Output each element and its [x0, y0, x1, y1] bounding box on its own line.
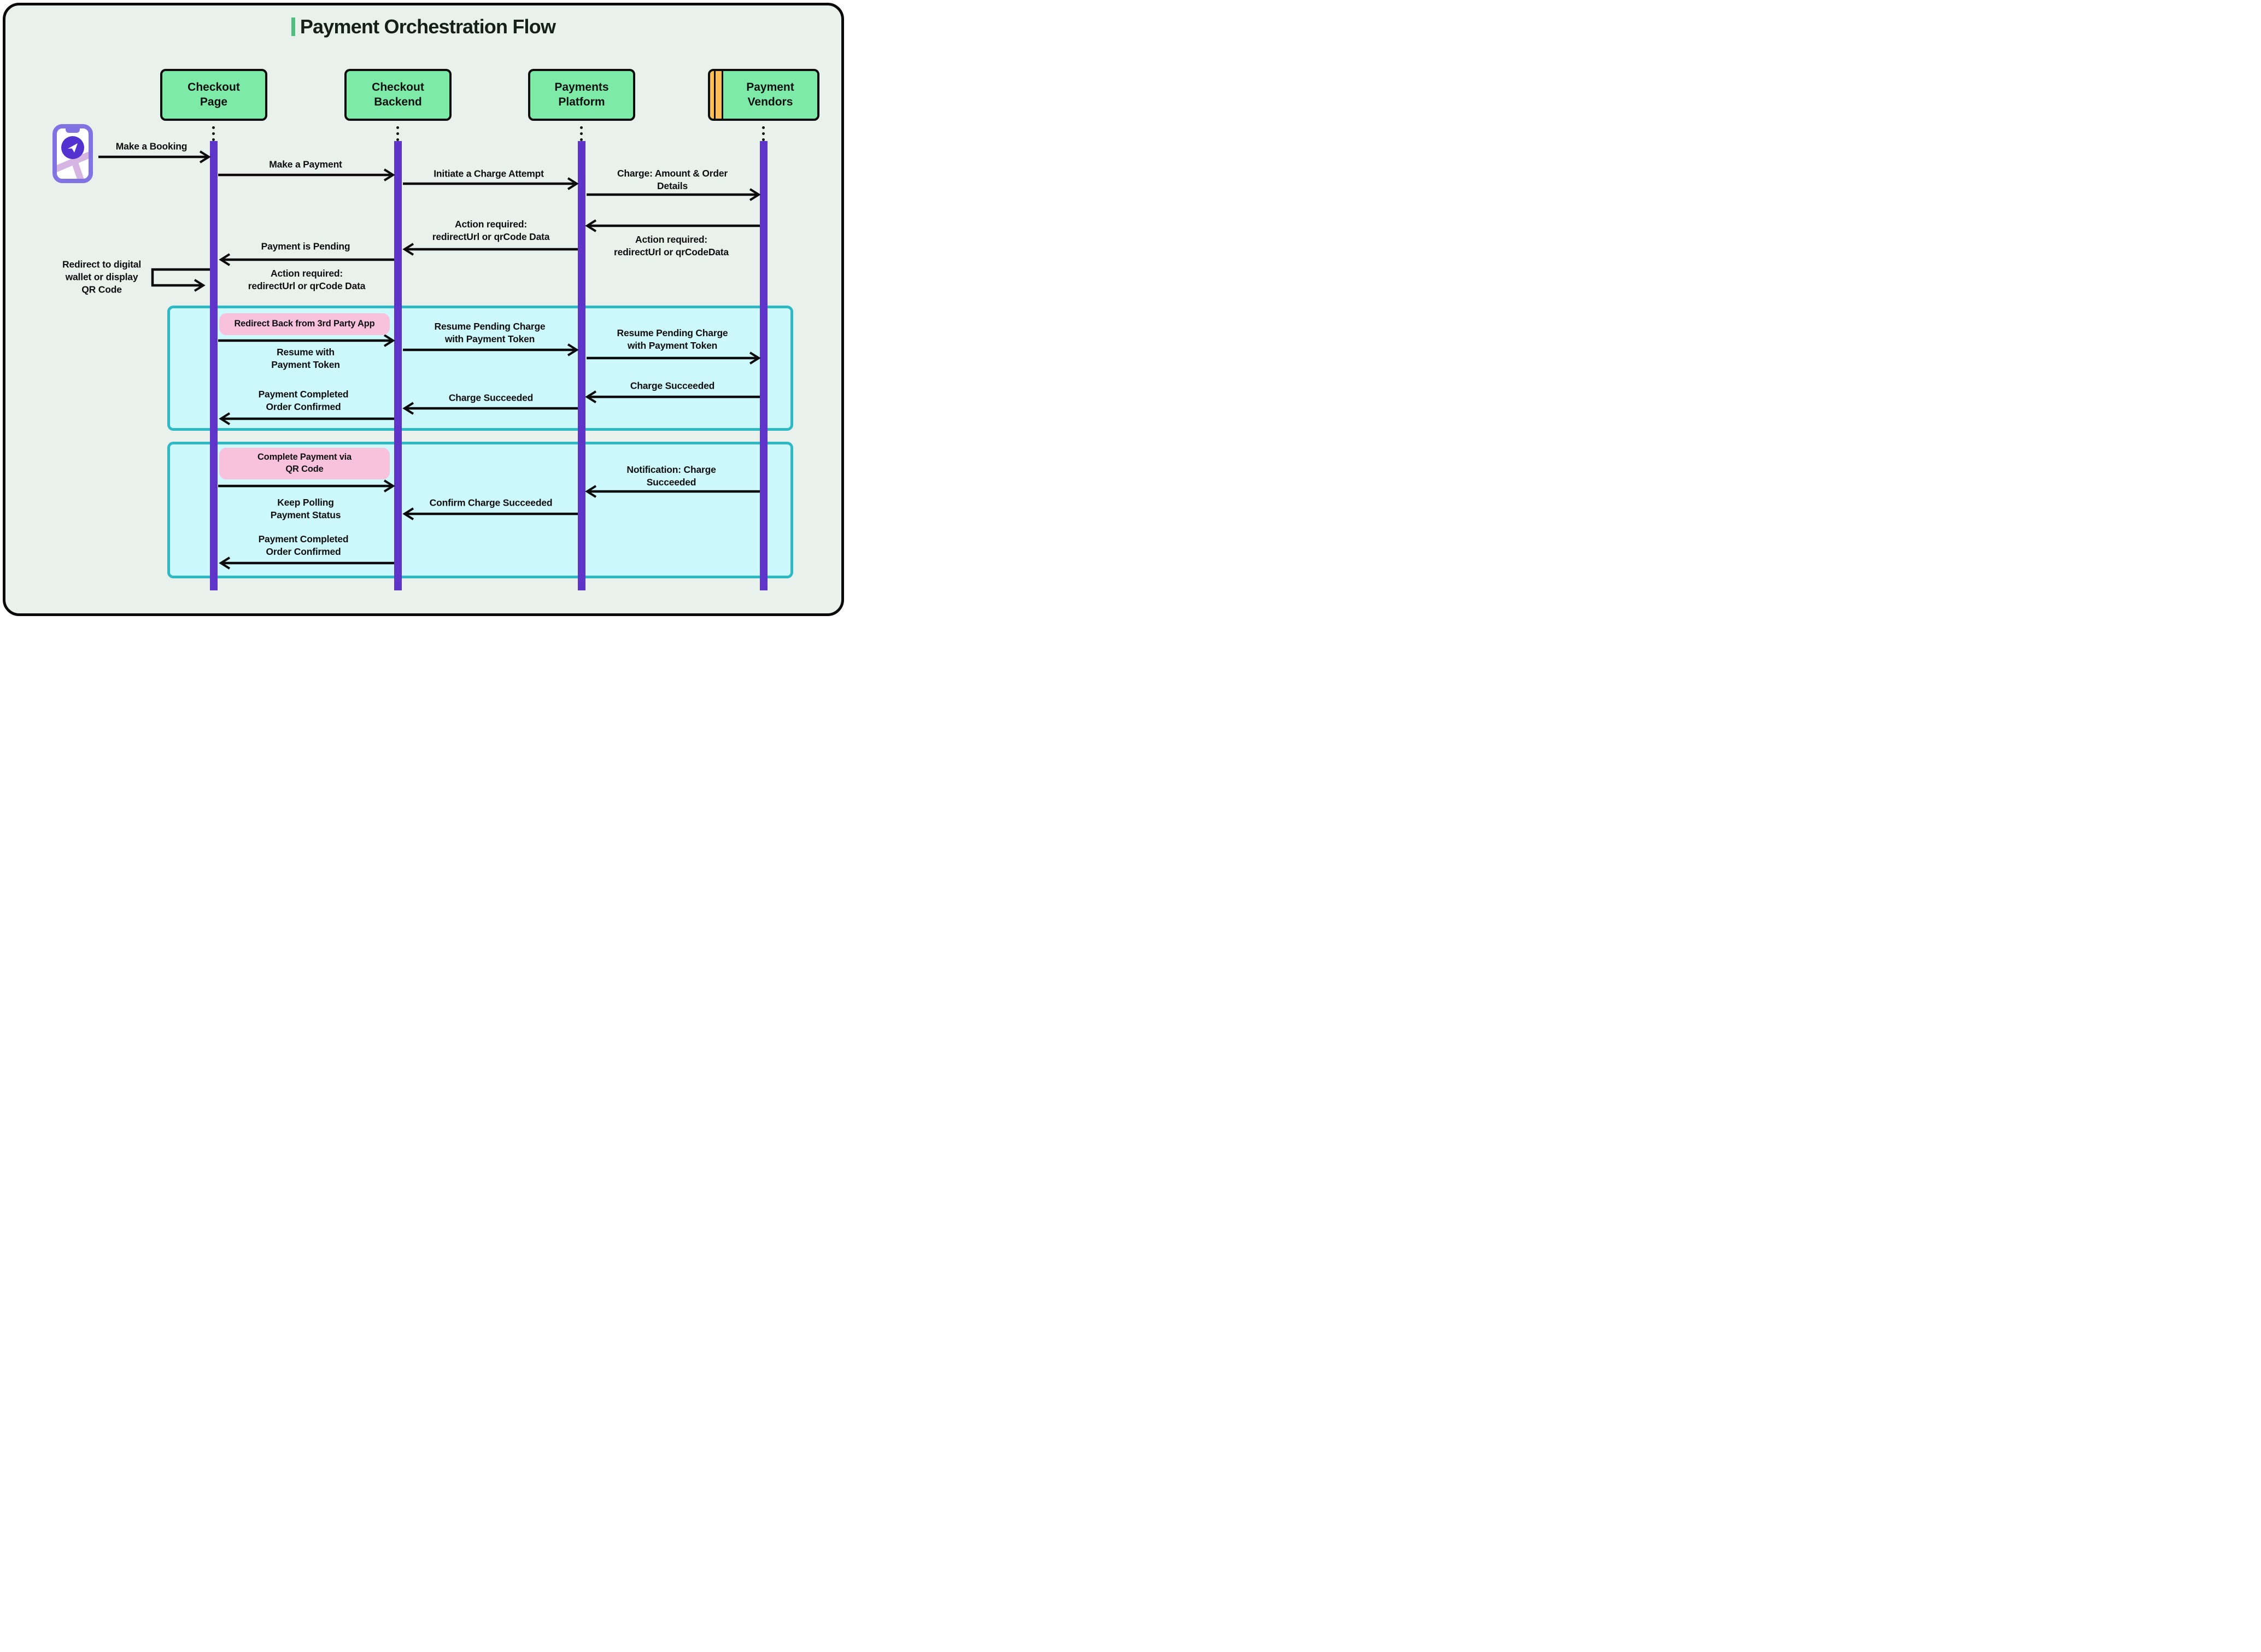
lifeline-checkout-page [210, 141, 218, 590]
lifeline-dots-checkout-backend [396, 126, 399, 141]
lifeline-checkout-backend [394, 141, 402, 590]
actor-payment-vendors-label: Payment Vendors [746, 81, 794, 108]
message-label-notification-charge: Notification: Charge Succeeded [626, 464, 716, 488]
message-label-payment-completed-2: Payment Completed Order Confirmed [258, 533, 349, 557]
map-road-icon [57, 151, 89, 179]
arrow-self-redirect-wallet [151, 268, 210, 292]
message-label-payment-completed-1: Payment Completed Order Confirmed [258, 388, 349, 412]
phone-navigation-icon [52, 124, 93, 183]
message-label-charge-details: Charge: Amount & Order Details [617, 167, 728, 191]
message-label-resume-pending-platform: Resume Pending Charge with Payment Token [617, 327, 728, 351]
message-label-redirect-wallet: Redirect to digital wallet or display QR… [62, 259, 141, 295]
message-label-charge-succeeded-platform: Charge Succeeded [448, 392, 534, 403]
lifeline-payments-platform [578, 141, 585, 590]
vendor-stripe-divider [714, 71, 716, 119]
diagram-canvas: Payment Orchestration Flow Checkout Page… [3, 3, 844, 616]
message-label-resume-with-token: Resume with Payment Token [271, 346, 340, 370]
message-label-initiate-charge: Initiate a Charge Attempt [434, 168, 544, 179]
actor-checkout-page: Checkout Page [160, 69, 267, 121]
title-text: Payment Orchestration Flow [300, 15, 556, 38]
vendor-stack-stripe-icon [710, 71, 714, 119]
note-complete-qr: Complete Payment via QR Code [219, 448, 390, 479]
message-label-keep-polling: Keep Polling Payment Status [270, 496, 341, 520]
message-label-make-a-payment: Make a Payment [269, 159, 342, 170]
navigation-arrow-icon [61, 136, 84, 159]
lifeline-dots-payments-platform [580, 126, 583, 141]
page-title: Payment Orchestration Flow [5, 15, 841, 38]
message-label-action-required-vendor: Action required: redirectUrl or qrCodeDa… [614, 233, 729, 257]
phone-notch [66, 128, 80, 133]
message-label-charge-succeeded-vendor: Charge Succeeded [630, 380, 715, 391]
message-label-make-a-booking: Make a Booking [115, 140, 188, 152]
vendor-stack-stripe-icon [716, 71, 722, 119]
title-accent-bar [291, 17, 295, 36]
lifeline-payment-vendors [760, 141, 768, 590]
lifeline-dots-payment-vendors [762, 126, 765, 141]
message-label-resume-pending-backend: Resume Pending Charge with Payment Token [434, 320, 546, 344]
actor-payments-platform-label: Payments Platform [554, 81, 609, 108]
note-redirect-back: Redirect Back from 3rd Party App [219, 313, 390, 335]
actor-payments-platform: Payments Platform [528, 69, 635, 121]
actor-checkout-backend: Checkout Backend [344, 69, 452, 121]
message-label-action-required-platform: Action required: redirectUrl or qrCode D… [432, 218, 550, 242]
actor-checkout-page-label: Checkout Page [188, 81, 240, 108]
message-label-payment-pending: Payment is Pending [261, 241, 350, 252]
message-label-confirm-charge: Confirm Charge Succeeded [429, 497, 553, 508]
message-label-action-required-page: Action required: redirectUrl or qrCode D… [248, 267, 366, 291]
actor-checkout-backend-label: Checkout Backend [372, 81, 424, 108]
actor-payment-vendors: Payment Vendors [708, 69, 819, 121]
lifeline-dots-checkout-page [212, 126, 215, 141]
vendor-stripe-divider [722, 71, 723, 119]
